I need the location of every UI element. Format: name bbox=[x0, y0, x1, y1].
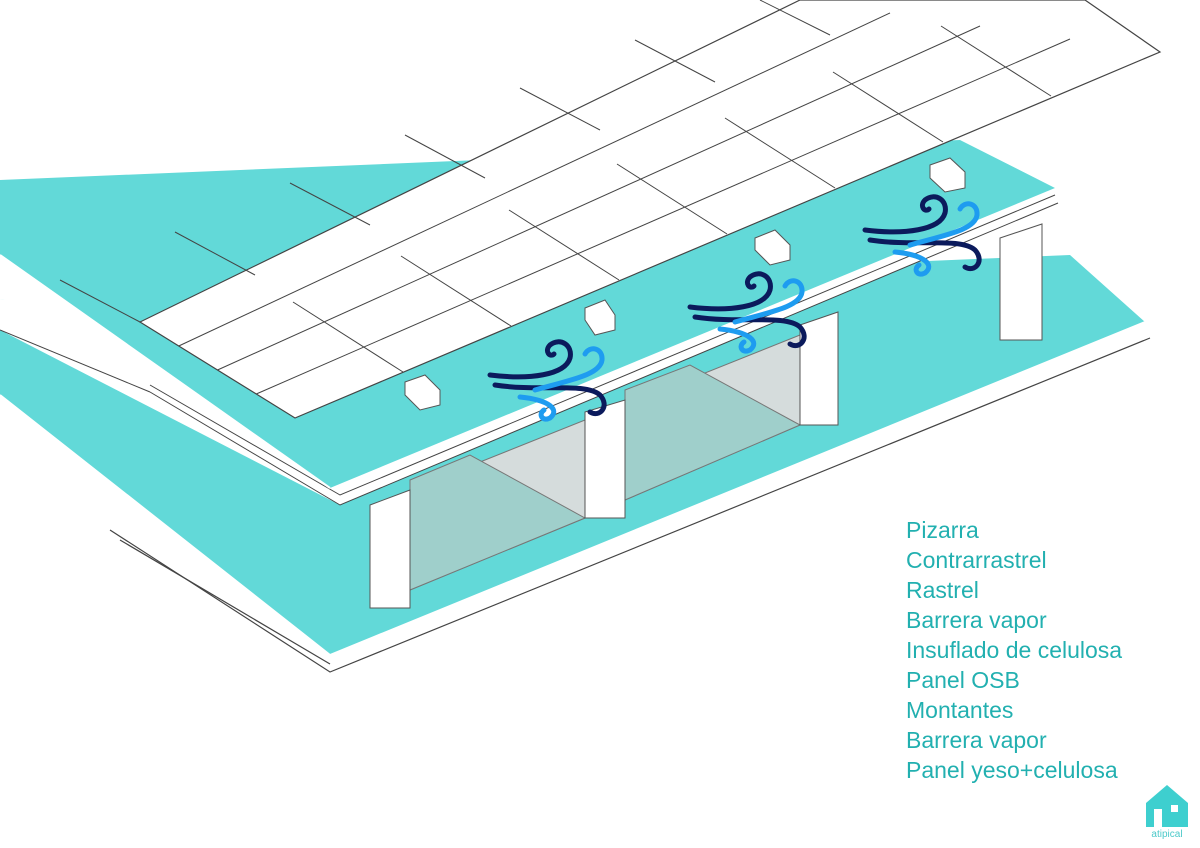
wind-icon bbox=[487, 339, 607, 422]
legend-item: Pizarra bbox=[906, 517, 979, 543]
logo-text: atipical bbox=[1151, 829, 1183, 840]
layer-legend: Pizarra Contrarrastrel Rastrel Barrera v… bbox=[906, 515, 1122, 785]
wind-icon bbox=[687, 271, 807, 354]
ventilation-wind-icons bbox=[487, 194, 982, 422]
legend-item: Contrarrastrel bbox=[906, 547, 1047, 573]
atipical-logo: atipical bbox=[1144, 783, 1190, 843]
cellulose-insulation bbox=[409, 334, 802, 591]
legend-item: Panel yeso+celulosa bbox=[906, 757, 1118, 783]
legend-item: Barrera vapor bbox=[906, 727, 1047, 753]
wind-icon bbox=[862, 194, 982, 277]
legend-item: Insuflado de celulosa bbox=[906, 637, 1123, 663]
legend-item: Montantes bbox=[906, 697, 1014, 723]
house-icon bbox=[1146, 785, 1188, 827]
rastreles bbox=[404, 157, 966, 411]
legend-item: Barrera vapor bbox=[906, 607, 1047, 633]
montantes bbox=[369, 223, 1043, 609]
pizarra bbox=[59, 0, 1162, 419]
legend-item: Rastrel bbox=[906, 577, 979, 603]
legend-item: Panel OSB bbox=[906, 667, 1020, 693]
gypsum-panel bbox=[109, 337, 1151, 673]
